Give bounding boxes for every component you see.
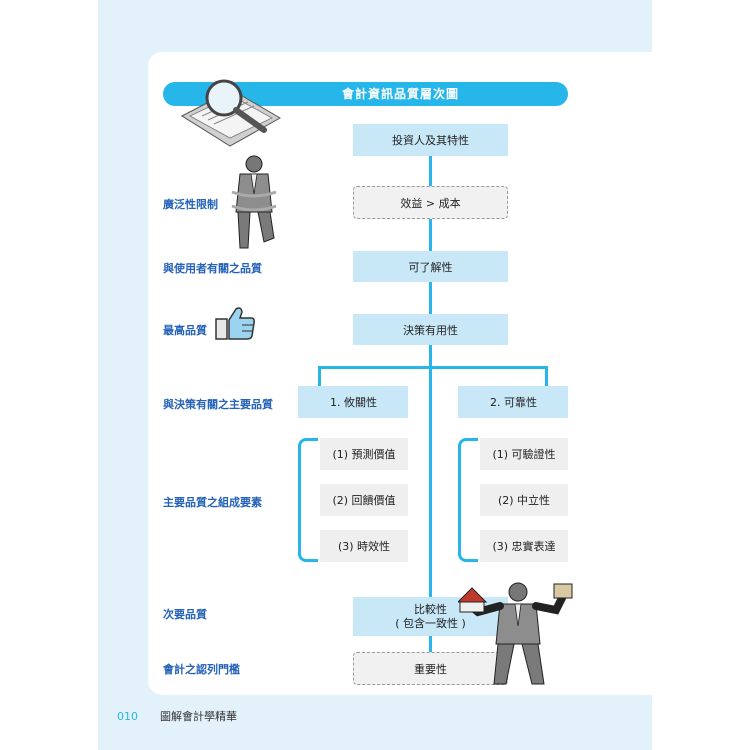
materiality-box: 重要性 bbox=[353, 652, 508, 685]
investors-box: 投資人及其特性 bbox=[353, 124, 508, 156]
relevance-bracket bbox=[298, 438, 318, 562]
timeliness-box: (3) 時效性 bbox=[320, 530, 408, 562]
relevance-box: 1. 攸關性 bbox=[298, 386, 408, 418]
label-primary-decision: 與決策有關之主要品質 bbox=[163, 398, 273, 411]
connector-line bbox=[429, 156, 432, 186]
connector-line bbox=[429, 636, 432, 652]
label-pervasive-constraint: 廣泛性限制 bbox=[163, 198, 218, 211]
connector-line bbox=[429, 219, 432, 251]
connector-line bbox=[429, 282, 432, 314]
reliability-bracket bbox=[458, 438, 478, 562]
connector-line bbox=[318, 366, 321, 386]
faithful-representation-box: (3) 忠實表達 bbox=[480, 530, 568, 562]
book-title: 圖解會計學精華 bbox=[160, 710, 237, 723]
comparability-label: 比較性 bbox=[414, 602, 447, 616]
decision-usefulness-box: 決策有用性 bbox=[353, 314, 508, 345]
comparability-note: ( 包含一致性 ) bbox=[395, 616, 466, 630]
thumbs-up-icon bbox=[215, 307, 255, 340]
document-magnifier-icon bbox=[180, 79, 282, 147]
connector-line bbox=[429, 345, 432, 597]
label-highest-quality: 最高品質 bbox=[163, 324, 207, 337]
feedback-value-box: (2) 回饋價值 bbox=[320, 484, 408, 516]
strong-businessman-icon bbox=[458, 582, 573, 685]
branch-connector bbox=[318, 366, 548, 369]
label-threshold: 會計之認列門檻 bbox=[163, 663, 240, 676]
label-secondary: 次要品質 bbox=[163, 608, 207, 621]
label-user-specific: 與使用者有關之品質 bbox=[163, 262, 262, 275]
connector-line bbox=[545, 366, 548, 386]
neutrality-box: (2) 中立性 bbox=[480, 484, 568, 516]
understandability-box: 可了解性 bbox=[353, 251, 508, 282]
reliability-box: 2. 可靠性 bbox=[458, 386, 568, 418]
benefit-cost-box: 效益 > 成本 bbox=[353, 186, 508, 219]
page-number: 010 bbox=[117, 710, 138, 723]
tied-businessman-icon bbox=[231, 155, 277, 249]
predictive-value-box: (1) 預測價值 bbox=[320, 438, 408, 470]
label-components: 主要品質之組成要素 bbox=[163, 496, 262, 509]
verifiability-box: (1) 可驗證性 bbox=[480, 438, 568, 470]
